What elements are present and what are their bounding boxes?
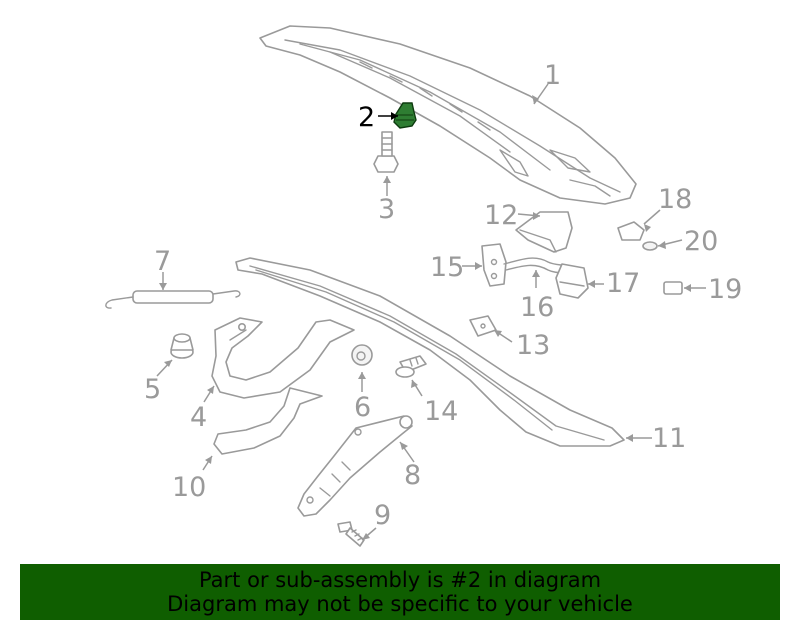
part-18-bumper	[617, 221, 645, 241]
callout-7: 7	[154, 246, 171, 277]
part-11-seal	[235, 257, 625, 447]
callout-12: 12	[484, 200, 518, 231]
callout-8: 8	[404, 460, 421, 491]
callout-5: 5	[144, 374, 161, 405]
part-19-plug	[663, 281, 683, 295]
callout-2[interactable]: 2	[358, 102, 375, 133]
callout-4: 4	[190, 402, 207, 433]
callout-16: 16	[520, 292, 554, 323]
banner-line-1: Part or sub-assembly is #2 in diagram	[198, 568, 602, 592]
arrowheads	[159, 95, 691, 540]
part-10-bracket	[213, 387, 323, 455]
callout-19: 19	[708, 274, 742, 305]
callout-6: 6	[354, 392, 371, 423]
part-17-connector	[555, 263, 589, 299]
part-5-bumper	[170, 333, 194, 359]
part-9-stud	[337, 521, 365, 547]
callout-3: 3	[378, 194, 395, 225]
callout-10: 10	[172, 472, 206, 503]
callout-11: 11	[652, 423, 686, 454]
banner-line-2: Diagram may not be specific to your vehi…	[167, 592, 633, 616]
callout-15: 15	[430, 252, 464, 283]
part-20-washer	[642, 241, 658, 251]
part-3-bolt	[373, 131, 399, 173]
callout-17: 17	[606, 268, 640, 299]
callout-9: 9	[374, 500, 391, 531]
part-15-bracket	[481, 243, 507, 287]
leader-lines	[156, 83, 706, 541]
callout-18: 18	[658, 184, 692, 215]
part-1-deck-lid	[259, 25, 637, 205]
callout-numbers: 1 2 3 7 5 4 6 14 8 9 10 11 12 13 15 16 1…	[144, 60, 742, 531]
callout-14: 14	[424, 396, 458, 427]
callout-1: 1	[544, 60, 561, 91]
part-8-latch	[297, 415, 413, 517]
callout-13: 13	[516, 330, 550, 361]
part-7-strut	[105, 290, 241, 309]
part-13-clip	[469, 315, 497, 337]
part-6-washer	[351, 344, 373, 366]
callout-20: 20	[684, 226, 718, 257]
part-4-hinge	[211, 317, 355, 399]
part-14-screw	[395, 355, 427, 378]
parts-diagram: 1 2 3 7 5 4 6 14 8 9 10 11 12 13 15 16 1…	[105, 25, 742, 547]
part-12-cover	[515, 211, 573, 253]
info-banner: Part or sub-assembly is #2 in diagram Di…	[20, 564, 780, 620]
